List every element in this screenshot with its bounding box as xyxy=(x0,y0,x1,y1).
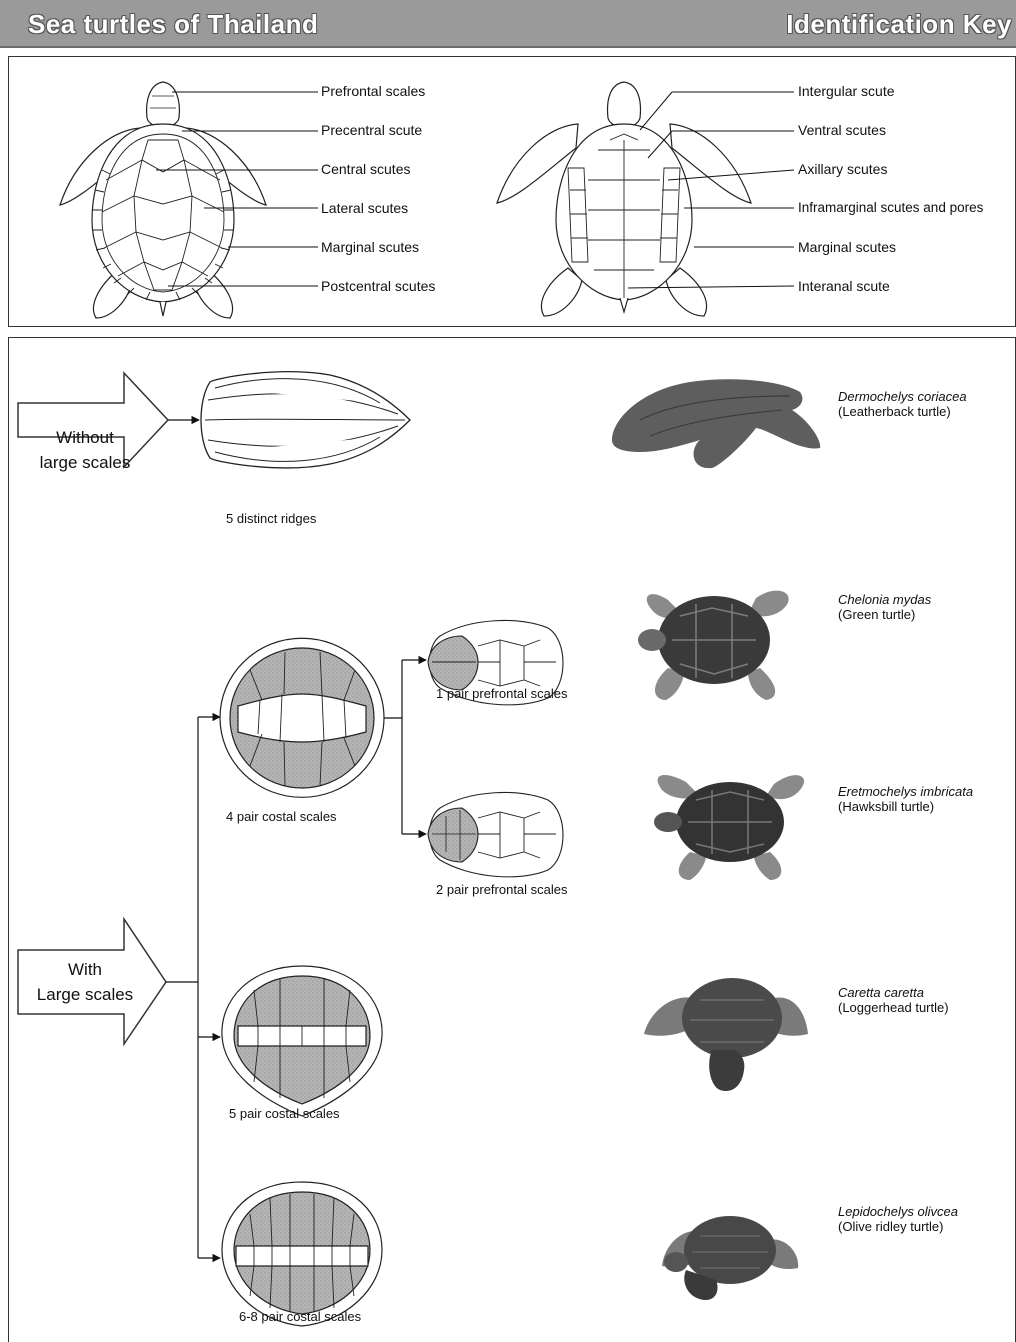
green-turtle-icon xyxy=(638,591,789,700)
species-label-leatherback: Dermochelys coriacea (Leatherback turtle… xyxy=(838,389,967,419)
caption-5-pair-costal: 5 pair costal scales xyxy=(229,1106,340,1121)
species-label-olive-ridley: Lepidochelys olivcea (Olive ridley turtl… xyxy=(838,1204,958,1234)
ventral-turtle-diagram xyxy=(497,82,751,316)
label-interanal-scute: Interanal scute xyxy=(798,278,890,294)
species-label-loggerhead: Caretta caretta (Loggerhead turtle) xyxy=(838,985,949,1015)
dorsal-turtle-diagram xyxy=(60,82,266,318)
label-precentral-scute: Precentral scute xyxy=(321,122,422,138)
six-eight-pair-costal-carapace xyxy=(222,1182,382,1326)
caption-5-distinct-ridges: 5 distinct ridges xyxy=(226,511,316,526)
caption-6-8-pair-costal: 6-8 pair costal scales xyxy=(239,1309,361,1324)
label-inframarginal-scutes: Inframarginal scutes and pores xyxy=(798,200,983,215)
leatherback-carapace-diagram xyxy=(201,372,410,468)
label-marginal-scutes: Marginal scutes xyxy=(321,239,419,255)
species-label-hawksbill: Eretmochelys imbricata (Hawksbill turtle… xyxy=(838,784,973,814)
label-central-scutes: Central scutes xyxy=(321,161,410,177)
hawksbill-turtle-icon xyxy=(654,775,804,880)
leatherback-turtle-icon xyxy=(612,379,820,468)
label-axillary-scutes: Axillary scutes xyxy=(798,161,887,177)
label-postcentral-scutes: Postcentral scutes xyxy=(321,278,435,294)
caption-4-pair-costal: 4 pair costal scales xyxy=(226,809,337,824)
label-lateral-scutes: Lateral scutes xyxy=(321,200,408,216)
four-pair-costal-carapace xyxy=(220,638,384,797)
label-ventral-scutes: Ventral scutes xyxy=(798,122,886,138)
five-pair-costal-carapace xyxy=(222,966,382,1116)
olive-ridley-turtle-icon xyxy=(662,1216,798,1300)
label-intergular-scute: Intergular scute xyxy=(798,83,895,99)
loggerhead-turtle-icon xyxy=(644,978,808,1091)
two-pair-prefrontal-diagram xyxy=(428,792,563,876)
label-ventral-marginal-scutes: Marginal scutes xyxy=(798,239,896,255)
caption-1-pair-prefrontal: 1 pair prefrontal scales xyxy=(436,686,568,701)
label-prefrontal-scales: Prefrontal scales xyxy=(321,83,425,99)
species-label-green: Chelonia mydas (Green turtle) xyxy=(838,592,931,622)
caption-2-pair-prefrontal: 2 pair prefrontal scales xyxy=(436,882,568,897)
